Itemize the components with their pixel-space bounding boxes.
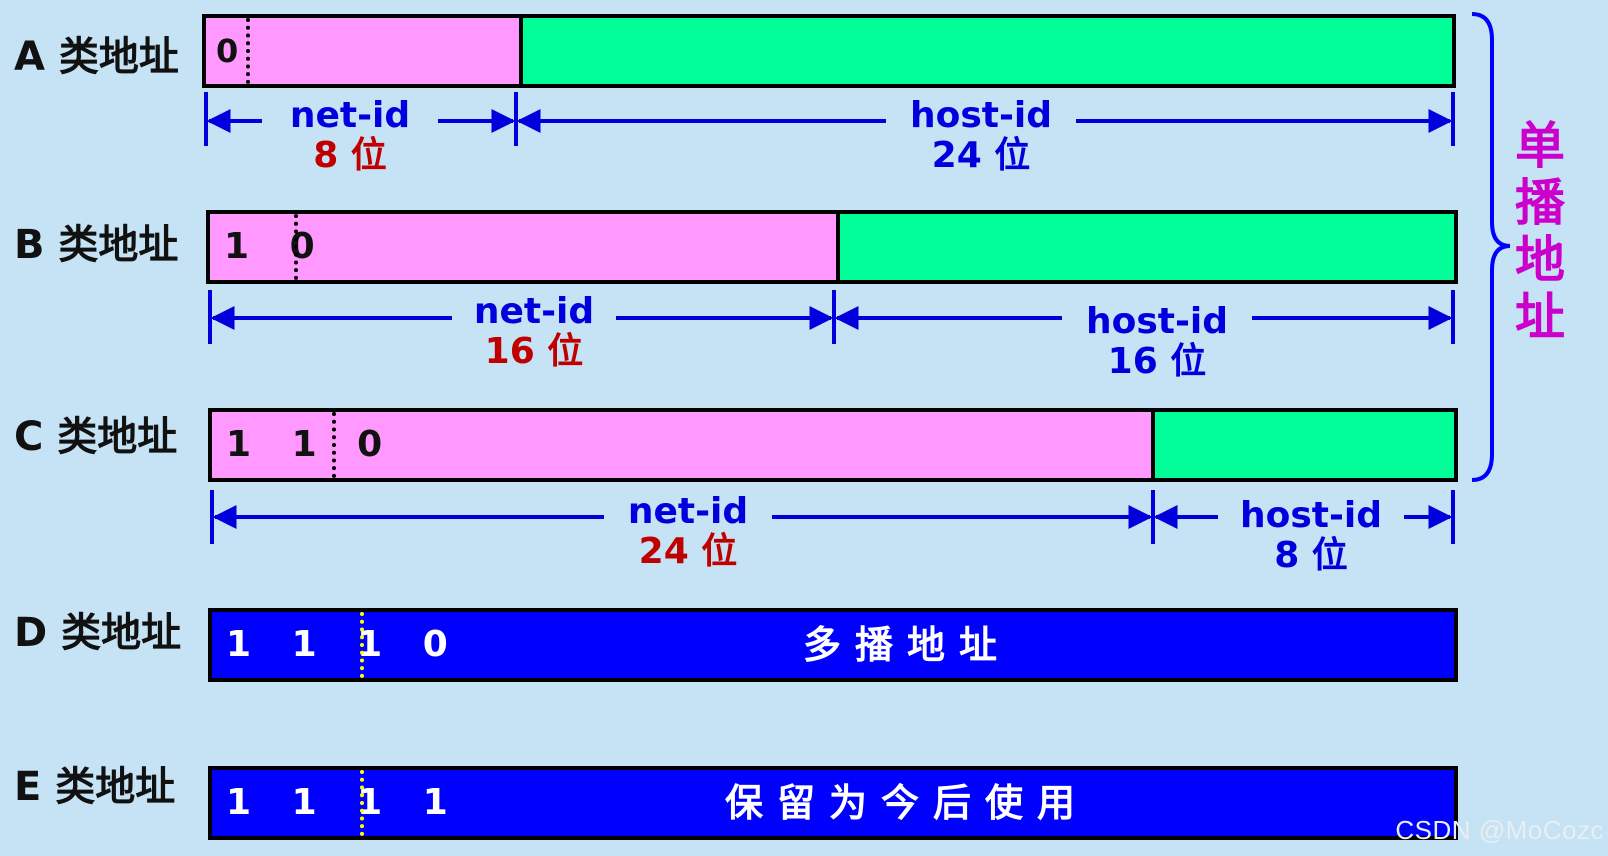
class-e-leading-bits: 1 1 1 1 [226,782,462,823]
class-a-net-dimension: net-id 8 位 [262,96,438,176]
class-c-net-dimension: net-id 24 位 [604,492,772,572]
class-a-net-segment [206,18,519,84]
class-d-bit-divider [360,612,364,678]
class-c-net-segment [212,412,1151,478]
class-a-net-name: net-id [289,95,411,136]
class-a-bit-divider [246,18,250,84]
class-a-host-dimension: host-id 24 位 [886,96,1076,176]
class-b-label: B 类地址 [14,222,179,268]
class-c-label: C 类地址 [14,414,178,460]
class-d-fill [212,612,1454,678]
class-b-net-segment [210,214,836,280]
class-b-net-dimension: net-id 16 位 [452,292,616,372]
class-d-label: D 类地址 [14,610,182,656]
class-b-host-bits: 16 位 [1107,341,1207,382]
class-e-fill [212,770,1454,836]
class-c-bit-divider [332,412,336,478]
class-b-net-bits: 16 位 [484,331,584,372]
class-a-net-bits: 8 位 [313,135,387,176]
class-b-bar: 1 0 [206,210,1458,284]
class-d-bar: 1 1 1 0 多播地址 [208,608,1458,682]
class-a-host-segment [519,18,1452,84]
class-c-net-bits: 24 位 [638,531,738,572]
class-e-description: 保留为今后使用 [724,781,1089,825]
class-c-net-name: net-id [627,491,749,532]
class-e-label: E 类地址 [14,764,176,810]
class-b-host-name: host-id [1085,301,1229,342]
class-c-bar: 1 1 0 [208,408,1458,482]
class-a-host-bits: 24 位 [931,135,1031,176]
class-c-host-name: host-id [1239,495,1383,536]
class-b-bit-divider [294,214,298,280]
class-b-leading-bits: 1 0 [224,226,329,267]
class-b-net-name: net-id [473,291,595,332]
unicast-group-label: 单播地址 [1515,117,1565,346]
class-b-host-dimension: host-id 16 位 [1062,302,1252,382]
class-a-leading-bits: 0 [216,32,239,70]
class-c-leading-bits: 1 1 0 [226,424,397,465]
brace-path [1471,12,1511,482]
class-e-bit-divider [360,770,364,836]
class-a-bar: 0 [202,14,1456,88]
class-b-host-segment [836,214,1454,280]
class-a-label: A 类地址 [14,34,179,80]
class-d-leading-bits: 1 1 1 0 [226,624,462,665]
class-c-host-segment [1151,412,1454,478]
watermark: CSDN @MoCozc [1395,815,1604,845]
class-c-host-dimension: host-id 8 位 [1218,496,1404,576]
class-c-host-bits: 8 位 [1274,535,1348,576]
class-e-bar: 1 1 1 1 保留为今后使用 [208,766,1458,840]
class-a-host-name: host-id [909,95,1053,136]
class-d-description: 多播地址 [802,623,1011,667]
